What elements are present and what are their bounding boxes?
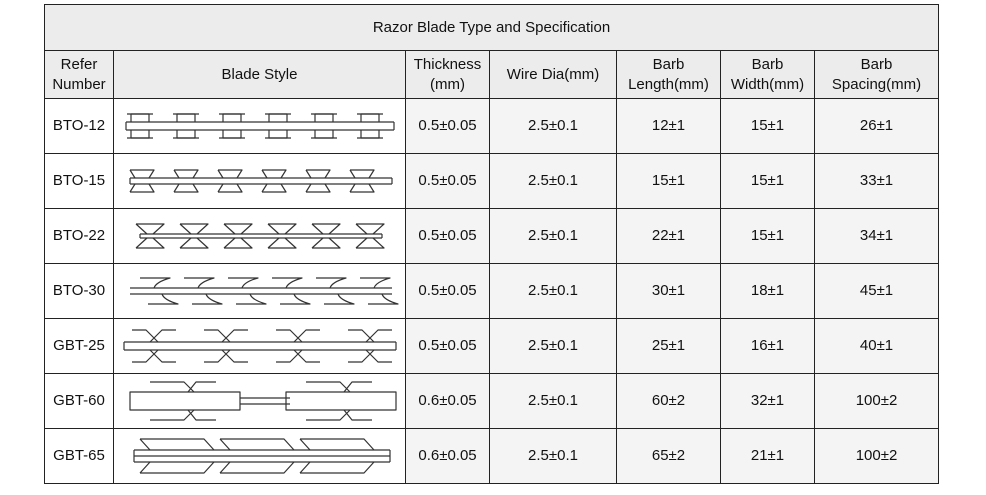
header-barb-length-line2: Length(mm) <box>628 75 709 93</box>
header-barb-spacing-line2: Spacing(mm) <box>831 75 922 93</box>
blade-style-cell <box>113 318 406 374</box>
thickness-cell: 0.5±0.05 <box>405 208 490 264</box>
bto-15-blade-icon <box>128 169 393 193</box>
ref-cell: BTO-15 <box>44 153 114 209</box>
header-wire-dia: Wire Dia(mm) <box>489 50 617 99</box>
blade-style-cell <box>113 98 406 154</box>
barb-width-cell: 15±1 <box>720 208 815 264</box>
barb-length-cell: 65±2 <box>616 428 721 484</box>
barb-length-cell: 12±1 <box>616 98 721 154</box>
gbt-60-blade-icon <box>128 381 397 421</box>
header-barb-length-line1: Barb <box>652 55 685 73</box>
ref-cell: BTO-30 <box>44 263 114 319</box>
bto-22-blade-icon <box>135 223 385 249</box>
barb-width-cell: 18±1 <box>720 263 815 319</box>
header-barb-width-line2: Width(mm) <box>730 75 805 93</box>
gbt-65-blade-icon <box>132 438 391 474</box>
bto-30-blade-icon <box>129 277 399 305</box>
wire-dia-cell: 2.5±0.1 <box>489 263 617 319</box>
spec-table: Razor Blade Type and Specification Refer… <box>43 4 940 484</box>
barb-spacing-cell: 100±2 <box>813 373 940 429</box>
blade-style-cell <box>113 208 406 264</box>
wire-dia-cell: 2.5±0.1 <box>489 98 617 154</box>
blade-style-cell <box>113 373 406 429</box>
barb-width-cell: 15±1 <box>720 98 815 154</box>
barb-width-cell: 16±1 <box>720 318 815 374</box>
thickness-cell: 0.5±0.05 <box>405 318 490 374</box>
title-row: Razor Blade Type and Specification <box>43 4 940 51</box>
barb-length-cell: 25±1 <box>616 318 721 374</box>
ref-cell: GBT-25 <box>44 318 114 374</box>
header-barb-spacing-line1: Barb <box>860 55 893 73</box>
thickness-cell: 0.6±0.05 <box>405 428 490 484</box>
barb-length-cell: 22±1 <box>616 208 721 264</box>
ref-cell: GBT-60 <box>44 373 114 429</box>
header-barb-width-line1: Barb <box>751 55 784 73</box>
wire-dia-cell: 2.5±0.1 <box>489 373 617 429</box>
ref-cell: BTO-12 <box>44 98 114 154</box>
wire-dia-cell: 2.5±0.1 <box>489 428 617 484</box>
wire-dia-cell: 2.5±0.1 <box>489 153 617 209</box>
barb-width-cell: 15±1 <box>720 153 815 209</box>
barb-spacing-cell: 33±1 <box>813 153 940 209</box>
thickness-cell: 0.5±0.05 <box>405 263 490 319</box>
thickness-cell: 0.6±0.05 <box>405 373 490 429</box>
barb-spacing-cell: 45±1 <box>813 263 940 319</box>
header-thickness-line1: Thickness <box>413 55 482 73</box>
gbt-25-blade-icon <box>122 329 397 363</box>
barb-spacing-cell: 34±1 <box>813 208 940 264</box>
barb-width-cell: 32±1 <box>720 373 815 429</box>
barb-length-cell: 15±1 <box>616 153 721 209</box>
barb-spacing-cell: 40±1 <box>813 318 940 374</box>
barb-spacing-cell: 26±1 <box>813 98 940 154</box>
ref-cell: BTO-22 <box>44 208 114 264</box>
wire-dia-cell: 2.5±0.1 <box>489 318 617 374</box>
ref-cell: GBT-65 <box>44 428 114 484</box>
barb-width-cell: 21±1 <box>720 428 815 484</box>
header-thickness-line2: (mm) <box>430 75 465 93</box>
barb-length-cell: 30±1 <box>616 263 721 319</box>
blade-style-cell <box>113 428 406 484</box>
barb-spacing-cell: 100±2 <box>813 428 940 484</box>
header-refer-line2: Number <box>52 75 106 93</box>
blade-style-cell <box>113 263 406 319</box>
header-refer-line1: Refer <box>60 55 98 73</box>
header-blade-style: Blade Style <box>113 50 406 99</box>
thickness-cell: 0.5±0.05 <box>405 153 490 209</box>
barb-length-cell: 60±2 <box>616 373 721 429</box>
bto-12-blade-icon <box>124 113 395 139</box>
blade-style-cell <box>113 153 406 209</box>
table-title: Razor Blade Type and Specification <box>43 4 940 51</box>
header-thickness: Thickness (mm) <box>405 50 490 99</box>
wire-dia-cell: 2.5±0.1 <box>489 208 617 264</box>
thickness-cell: 0.5±0.05 <box>405 98 490 154</box>
